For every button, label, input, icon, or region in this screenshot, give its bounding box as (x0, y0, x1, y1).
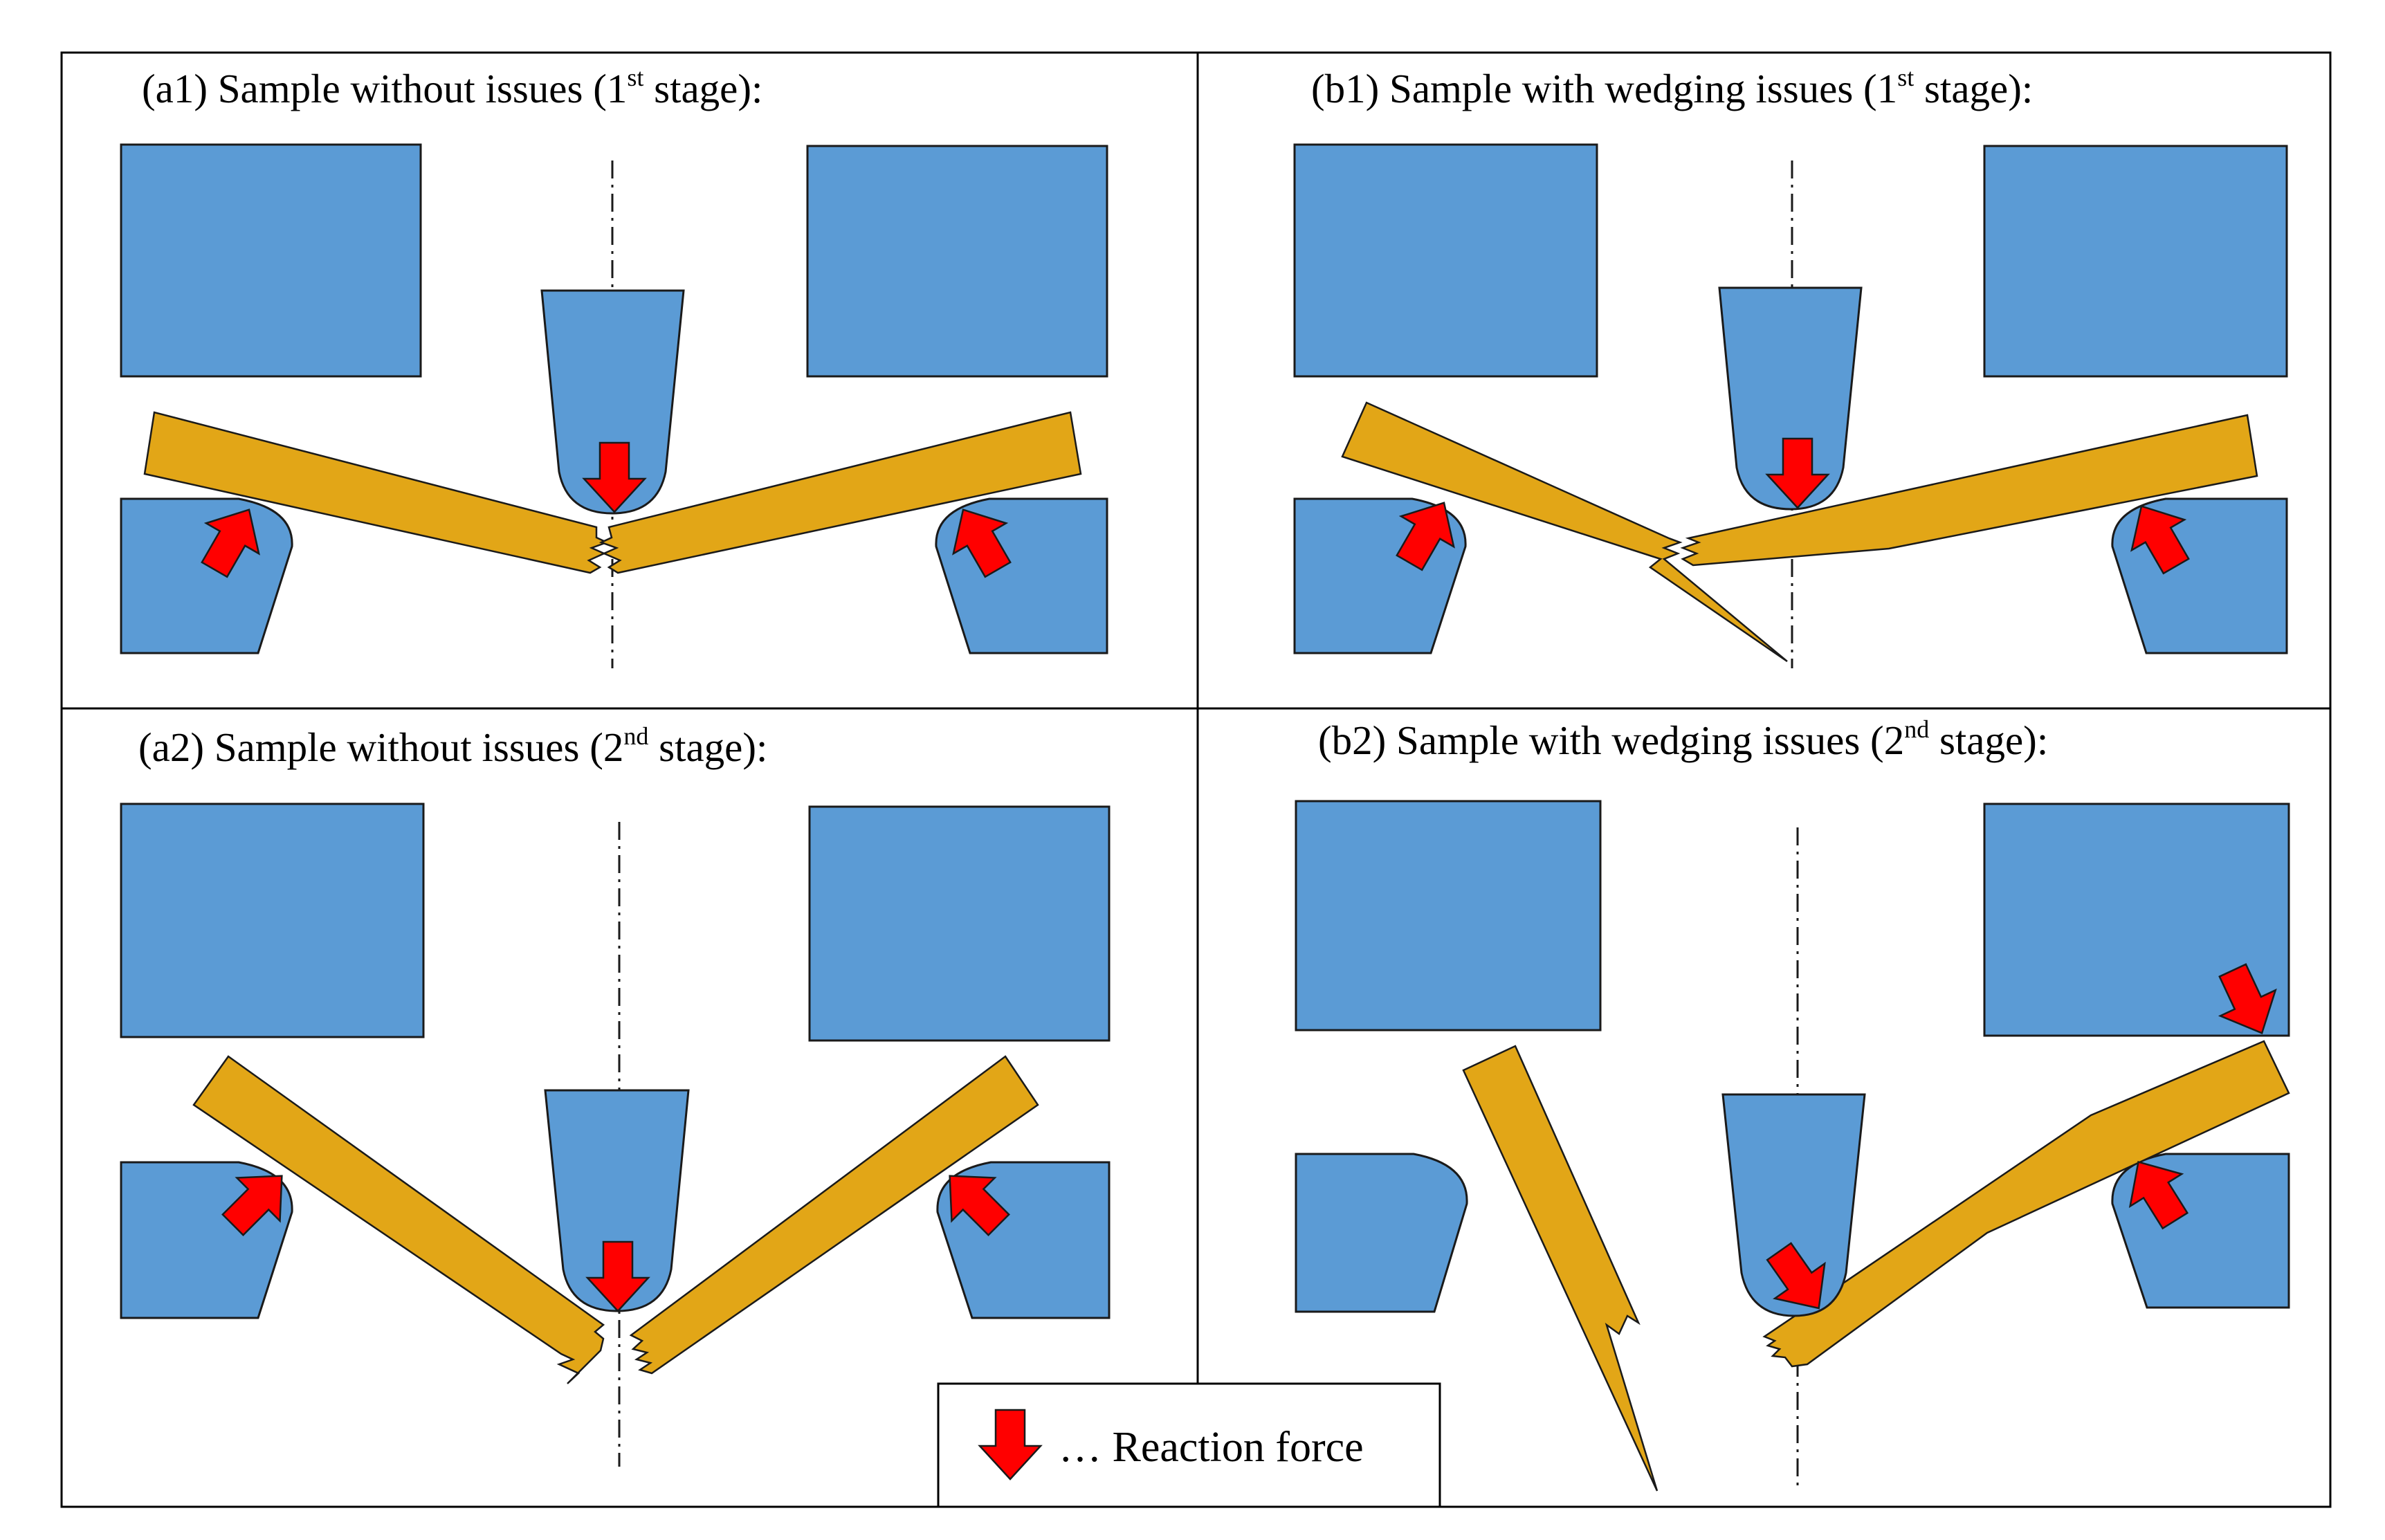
panel-a1-caption: (a1) Sample without issues (1st stage): (142, 64, 762, 111)
upper-right-fixture (806, 145, 1108, 378)
upper-right-fixture (1983, 145, 2288, 378)
specimen-right-fragment (1680, 414, 2258, 567)
upper-right-fixture (808, 805, 1111, 1042)
specimen-right-half (598, 411, 1082, 574)
upper-left-fixture (120, 803, 425, 1038)
panel-a1 (120, 143, 1108, 668)
panel-a2-caption: (a2) Sample without issues (2nd stage): (138, 722, 767, 770)
panel-a2 (120, 803, 1111, 1467)
indenter (540, 289, 685, 515)
upper-left-fixture (1295, 800, 1602, 1032)
indenter (1721, 1093, 1866, 1317)
legend-label: … Reaction force (1059, 1424, 1364, 1471)
indenter (1718, 286, 1863, 511)
specimen-right-fragment (1762, 1040, 2290, 1368)
upper-right-fixture (1983, 803, 2290, 1037)
left-support (120, 497, 293, 654)
panel-b2-caption: (b2) Sample with wedging issues (2nd sta… (1318, 715, 2048, 763)
specimen-left-half (192, 1055, 605, 1384)
upper-left-fixture (120, 143, 422, 378)
specimen-left-fragment (1341, 401, 1788, 663)
panel-b1 (1293, 143, 2288, 668)
specimen-left-fragment (1462, 1045, 1658, 1492)
specimen-right-half (629, 1055, 1039, 1375)
panel-b1-caption: (b1) Sample with wedging issues (1st sta… (1311, 64, 2033, 111)
panel-b2 (1295, 800, 2291, 1492)
left-support (1295, 1153, 1468, 1313)
legend: … Reaction force (937, 1382, 1441, 1508)
upper-left-fixture (1293, 143, 1598, 378)
